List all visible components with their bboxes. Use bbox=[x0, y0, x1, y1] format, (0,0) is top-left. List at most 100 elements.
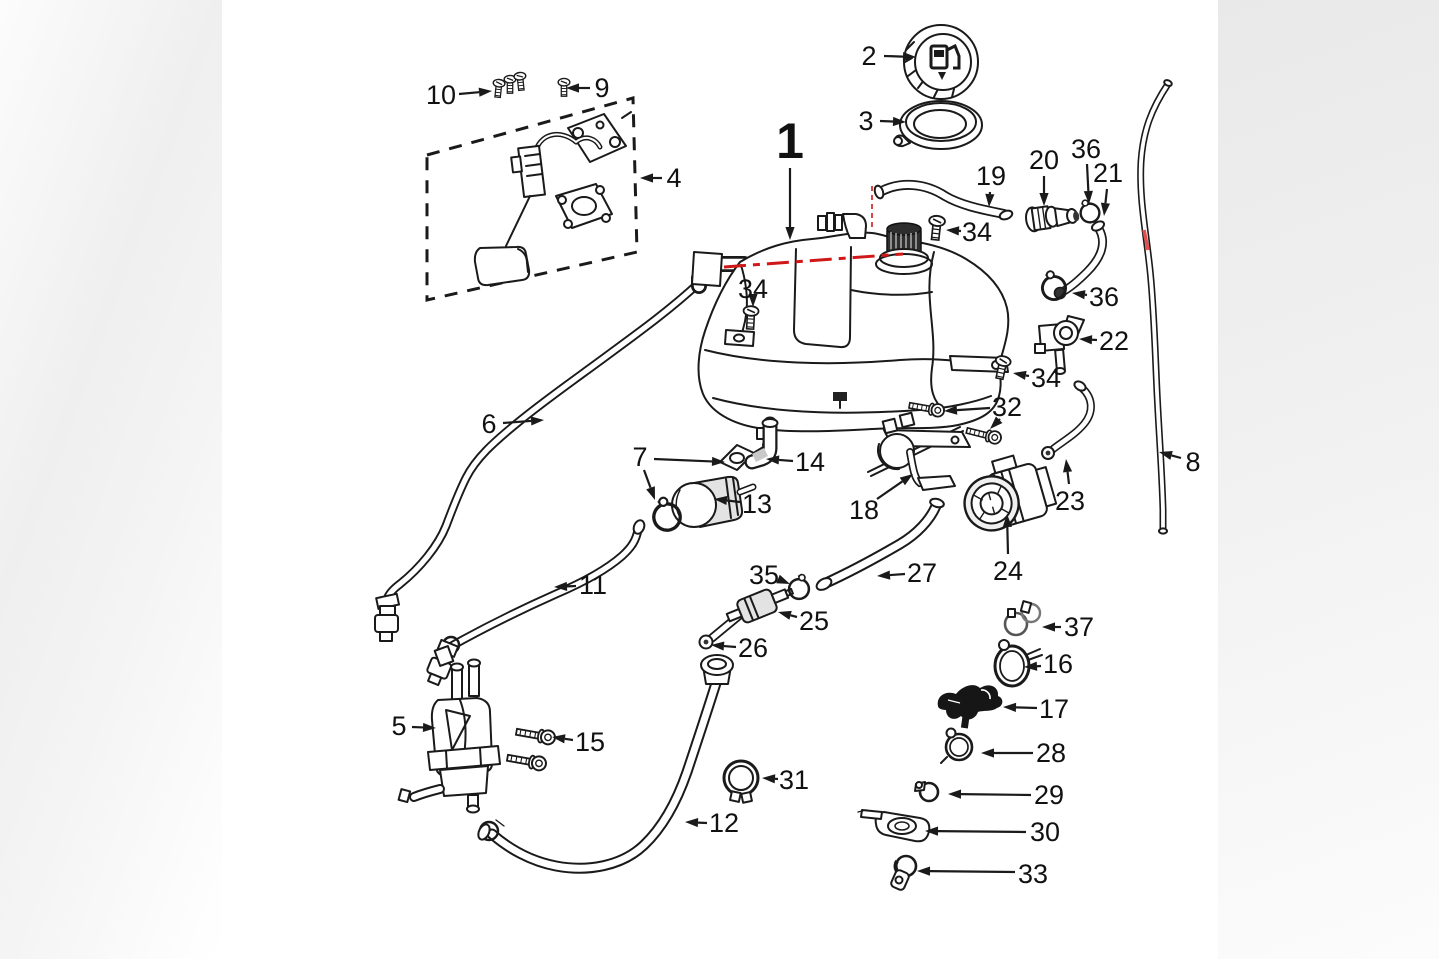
callout-7: 7 bbox=[632, 442, 725, 500]
fuel-valve-5 bbox=[397, 645, 501, 814]
callout-1: 1 bbox=[776, 113, 804, 240]
ring-clamp-31 bbox=[722, 759, 760, 804]
callout-37: 37 bbox=[1042, 612, 1094, 642]
callout-25: 25 bbox=[778, 606, 829, 636]
svg-text:27: 27 bbox=[907, 558, 937, 588]
svg-text:6: 6 bbox=[481, 409, 496, 439]
callout-26: 26 bbox=[711, 633, 768, 663]
svg-text:14: 14 bbox=[795, 447, 825, 477]
callout-2: 2 bbox=[861, 41, 916, 71]
callout-13: 13 bbox=[714, 489, 772, 519]
callout-27: 27 bbox=[877, 558, 937, 588]
callout-22: 22 bbox=[1079, 326, 1129, 356]
svg-text:4: 4 bbox=[666, 163, 681, 193]
callout-12: 12 bbox=[685, 808, 739, 838]
clamp-33 bbox=[890, 854, 918, 891]
svg-text:11: 11 bbox=[579, 570, 607, 600]
svg-text:18: 18 bbox=[849, 495, 879, 525]
callout-16: 16 bbox=[1024, 649, 1073, 679]
vent-hose-19 bbox=[873, 185, 1014, 221]
callout-35: 35 bbox=[749, 560, 790, 590]
svg-text:36: 36 bbox=[1089, 282, 1119, 312]
clamp-29 bbox=[914, 781, 940, 803]
svg-text:16: 16 bbox=[1043, 649, 1073, 679]
callout-15: 15 bbox=[552, 727, 605, 757]
callout-23: 23 bbox=[1055, 459, 1085, 516]
assembly-alignment-lines bbox=[723, 186, 904, 269]
callout-34: 34 bbox=[1013, 363, 1061, 393]
callout-33: 33 bbox=[917, 859, 1048, 889]
svg-text:32: 32 bbox=[992, 392, 1022, 422]
clamp-16 bbox=[993, 639, 1043, 688]
svg-text:15: 15 bbox=[575, 727, 605, 757]
long-hose-8 bbox=[1141, 79, 1173, 535]
callout-30: 30 bbox=[925, 817, 1060, 847]
svg-text:25: 25 bbox=[799, 606, 829, 636]
svg-text:30: 30 bbox=[1030, 817, 1060, 847]
fuel-pump-icon bbox=[929, 43, 961, 80]
callout-31: 31 bbox=[762, 765, 809, 795]
clip-30 bbox=[857, 809, 931, 843]
valve-22 bbox=[1034, 315, 1085, 375]
clamp-28 bbox=[940, 727, 974, 764]
callout-6: 6 bbox=[481, 409, 544, 439]
svg-text:34: 34 bbox=[962, 217, 992, 247]
svg-text:37: 37 bbox=[1064, 612, 1094, 642]
fuel-pump-24 bbox=[963, 454, 1058, 532]
callout-20: 20 bbox=[1029, 145, 1059, 206]
callout-10: 10 bbox=[426, 80, 492, 110]
callout-36: 36 bbox=[1071, 134, 1101, 204]
svg-text:5: 5 bbox=[391, 711, 406, 741]
callout-29: 29 bbox=[948, 780, 1064, 810]
svg-text:17: 17 bbox=[1039, 694, 1069, 724]
svg-text:12: 12 bbox=[709, 808, 739, 838]
svg-text:13: 13 bbox=[742, 489, 772, 519]
clip-17 bbox=[937, 685, 1003, 729]
callout-5: 5 bbox=[391, 711, 436, 741]
vent-hose-6 bbox=[374, 282, 700, 642]
svg-text:29: 29 bbox=[1034, 780, 1064, 810]
callout-28: 28 bbox=[981, 738, 1066, 768]
callout-19: 19 bbox=[976, 161, 1006, 207]
filler-seal-ring bbox=[893, 100, 983, 150]
vent-fitting bbox=[817, 212, 867, 239]
callout-24: 24 bbox=[993, 514, 1023, 586]
svg-text:9: 9 bbox=[594, 73, 609, 103]
callout-34: 34 bbox=[946, 217, 992, 247]
bracket-18 bbox=[867, 411, 971, 491]
svg-text:35: 35 bbox=[749, 560, 779, 590]
svg-text:23: 23 bbox=[1055, 486, 1085, 516]
svg-text:28: 28 bbox=[1036, 738, 1066, 768]
elbow-14 bbox=[752, 419, 779, 462]
callout-32: 32 bbox=[944, 392, 1022, 429]
callout-34: 34 bbox=[738, 274, 768, 307]
svg-text:33: 33 bbox=[1018, 859, 1048, 889]
hose-23 bbox=[1041, 380, 1091, 460]
callout-17: 17 bbox=[1003, 694, 1069, 724]
svg-text:36: 36 bbox=[1071, 134, 1101, 164]
clamp-37 bbox=[1003, 600, 1042, 637]
callout-9: 9 bbox=[566, 73, 610, 103]
svg-text:1: 1 bbox=[776, 113, 804, 169]
hose6-connector bbox=[374, 592, 401, 642]
svg-text:22: 22 bbox=[1099, 326, 1129, 356]
callout-21: 21 bbox=[1093, 158, 1123, 216]
callout-14: 14 bbox=[766, 447, 825, 477]
callout-8: 8 bbox=[1159, 447, 1201, 477]
fuel-hose-12 bbox=[477, 654, 734, 868]
fuel-cap bbox=[903, 24, 979, 100]
svg-text:2: 2 bbox=[861, 41, 876, 71]
sender-dashed-box bbox=[425, 71, 639, 302]
svg-text:19: 19 bbox=[976, 161, 1006, 191]
svg-text:10: 10 bbox=[426, 80, 456, 110]
fuel-filter-13 bbox=[671, 475, 757, 528]
svg-text:26: 26 bbox=[738, 633, 768, 663]
svg-text:34: 34 bbox=[738, 274, 768, 304]
fuel-tank bbox=[691, 212, 1010, 440]
hose-27 bbox=[815, 497, 945, 591]
svg-text:20: 20 bbox=[1029, 145, 1059, 175]
svg-text:3: 3 bbox=[858, 106, 873, 136]
